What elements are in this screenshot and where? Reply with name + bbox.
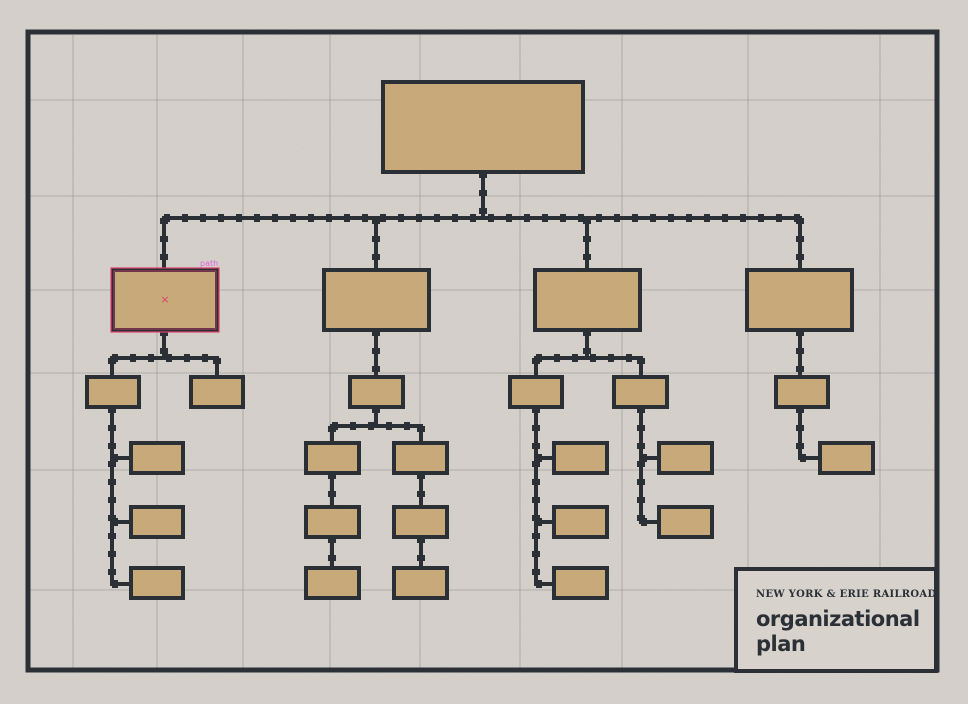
org-box-d2-a-1-2 (304, 566, 361, 600)
selection-center-marker: × (160, 293, 169, 306)
org-box-dept-2 (322, 268, 431, 332)
org-box-d1-a-3 (129, 566, 185, 600)
org-box-d1-b (189, 375, 245, 409)
org-box-d3-b-2 (657, 505, 714, 539)
selection-outline (110, 267, 220, 333)
org-box-dept-3 (533, 268, 642, 332)
org-box-d3-a-3 (552, 566, 609, 600)
path-tooltip: path (200, 259, 219, 268)
org-box-d3-a (508, 375, 564, 409)
org-box-d3-b-1 (657, 441, 714, 475)
org-box-d2-a-1 (304, 441, 361, 475)
title-panel: NEW YORK & ERIE RAILROAD organizational … (734, 567, 938, 673)
org-box-d4-a-1 (818, 441, 875, 475)
org-box-d1-a-1 (129, 441, 185, 475)
org-box-dept-1 (111, 268, 219, 332)
org-box-d1-a-2 (129, 505, 185, 539)
org-box-d2-a (348, 375, 405, 409)
org-box-d2-a-2-1 (392, 505, 449, 539)
org-box-d2-a-2-2 (392, 566, 449, 600)
org-boxes (85, 80, 875, 600)
org-box-d1-a (85, 375, 141, 409)
connector-lines (108, 170, 822, 588)
org-box-dept-4 (745, 268, 854, 332)
outer-frame (25, 29, 940, 673)
org-box-d4-a (774, 375, 830, 409)
selection-overlay: × (110, 267, 220, 333)
org-box-d3-b (612, 375, 669, 409)
org-box-d2-a-2 (392, 441, 449, 475)
org-box-d2-a-1-1 (304, 505, 361, 539)
poster-title: organizational plan (756, 607, 920, 656)
org-box-head (381, 80, 585, 174)
org-box-d3-a-1 (552, 441, 609, 475)
org-box-d3-a-2 (552, 505, 609, 539)
poster-subtitle: NEW YORK & ERIE RAILROAD (756, 589, 937, 600)
selection-inner-outline (113, 270, 217, 330)
